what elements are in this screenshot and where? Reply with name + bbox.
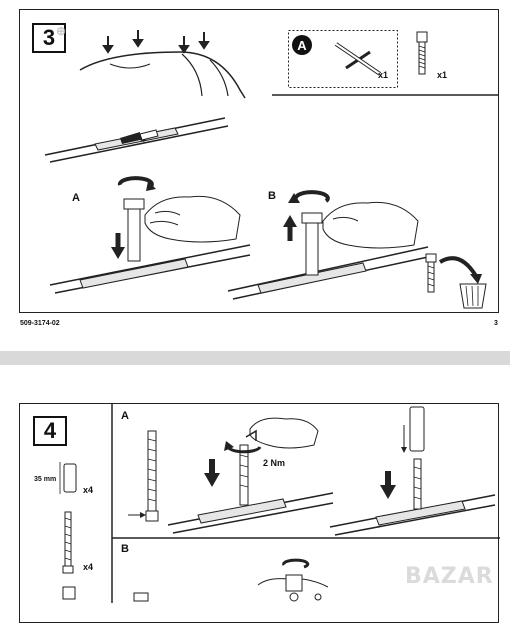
step-a-tighten-illustration — [49, 176, 251, 294]
screw-quantity: x1 — [437, 70, 448, 80]
step-number-box: 4 — [33, 416, 67, 446]
tool-box-underline — [272, 94, 498, 96]
rod-quantity: x4 — [83, 562, 94, 572]
left-column-divider — [111, 403, 113, 603]
watermark-text: BAZAR — [405, 564, 494, 589]
watermark-fragment: ⊕ — [56, 24, 67, 38]
roof-rail-slide-illustration — [44, 117, 229, 163]
section-divider — [112, 537, 500, 539]
spacer-dimension: 35 mm — [34, 476, 57, 483]
page-number: 3 — [494, 320, 498, 327]
tool-quantity: x1 — [378, 70, 389, 80]
sub-step-a-label: A — [121, 410, 129, 422]
page-divider — [0, 351, 510, 365]
step-b-loosen-illustration — [227, 190, 429, 300]
key-label-circle-icon: A — [292, 35, 312, 55]
section-b-illustration-partial — [133, 558, 329, 602]
document-code: 509-3174-02 — [20, 320, 60, 327]
tool-box-dashed — [288, 30, 398, 88]
instruction-page-top: 3 ⊕ A x1 x1 — [19, 9, 499, 327]
bolt-into-cap-illustration — [425, 253, 487, 309]
key-label-letter: A — [297, 37, 307, 53]
sub-step-b-label: B — [268, 190, 276, 202]
torque-wrench-illustration — [167, 417, 334, 534]
step-number-box: 3 — [32, 23, 66, 53]
spacer-onto-rod-illustration — [329, 406, 496, 536]
threaded-rod-part-icon — [62, 511, 74, 574]
screw-icon — [416, 31, 428, 75]
sub-step-b-label: B — [121, 543, 129, 555]
spacer-part-icon — [59, 462, 77, 494]
rod-insert-illustration — [128, 430, 159, 522]
sub-step-a-label: A — [72, 192, 80, 204]
torque-value: 2 Nm — [263, 458, 286, 468]
nut-part-icon — [62, 586, 76, 600]
spacer-quantity: x4 — [83, 485, 94, 495]
car-roof-illustration — [79, 30, 246, 99]
instruction-page-bottom: 4 35 mm x4 x4 A B 2 Nm — [0, 365, 510, 623]
